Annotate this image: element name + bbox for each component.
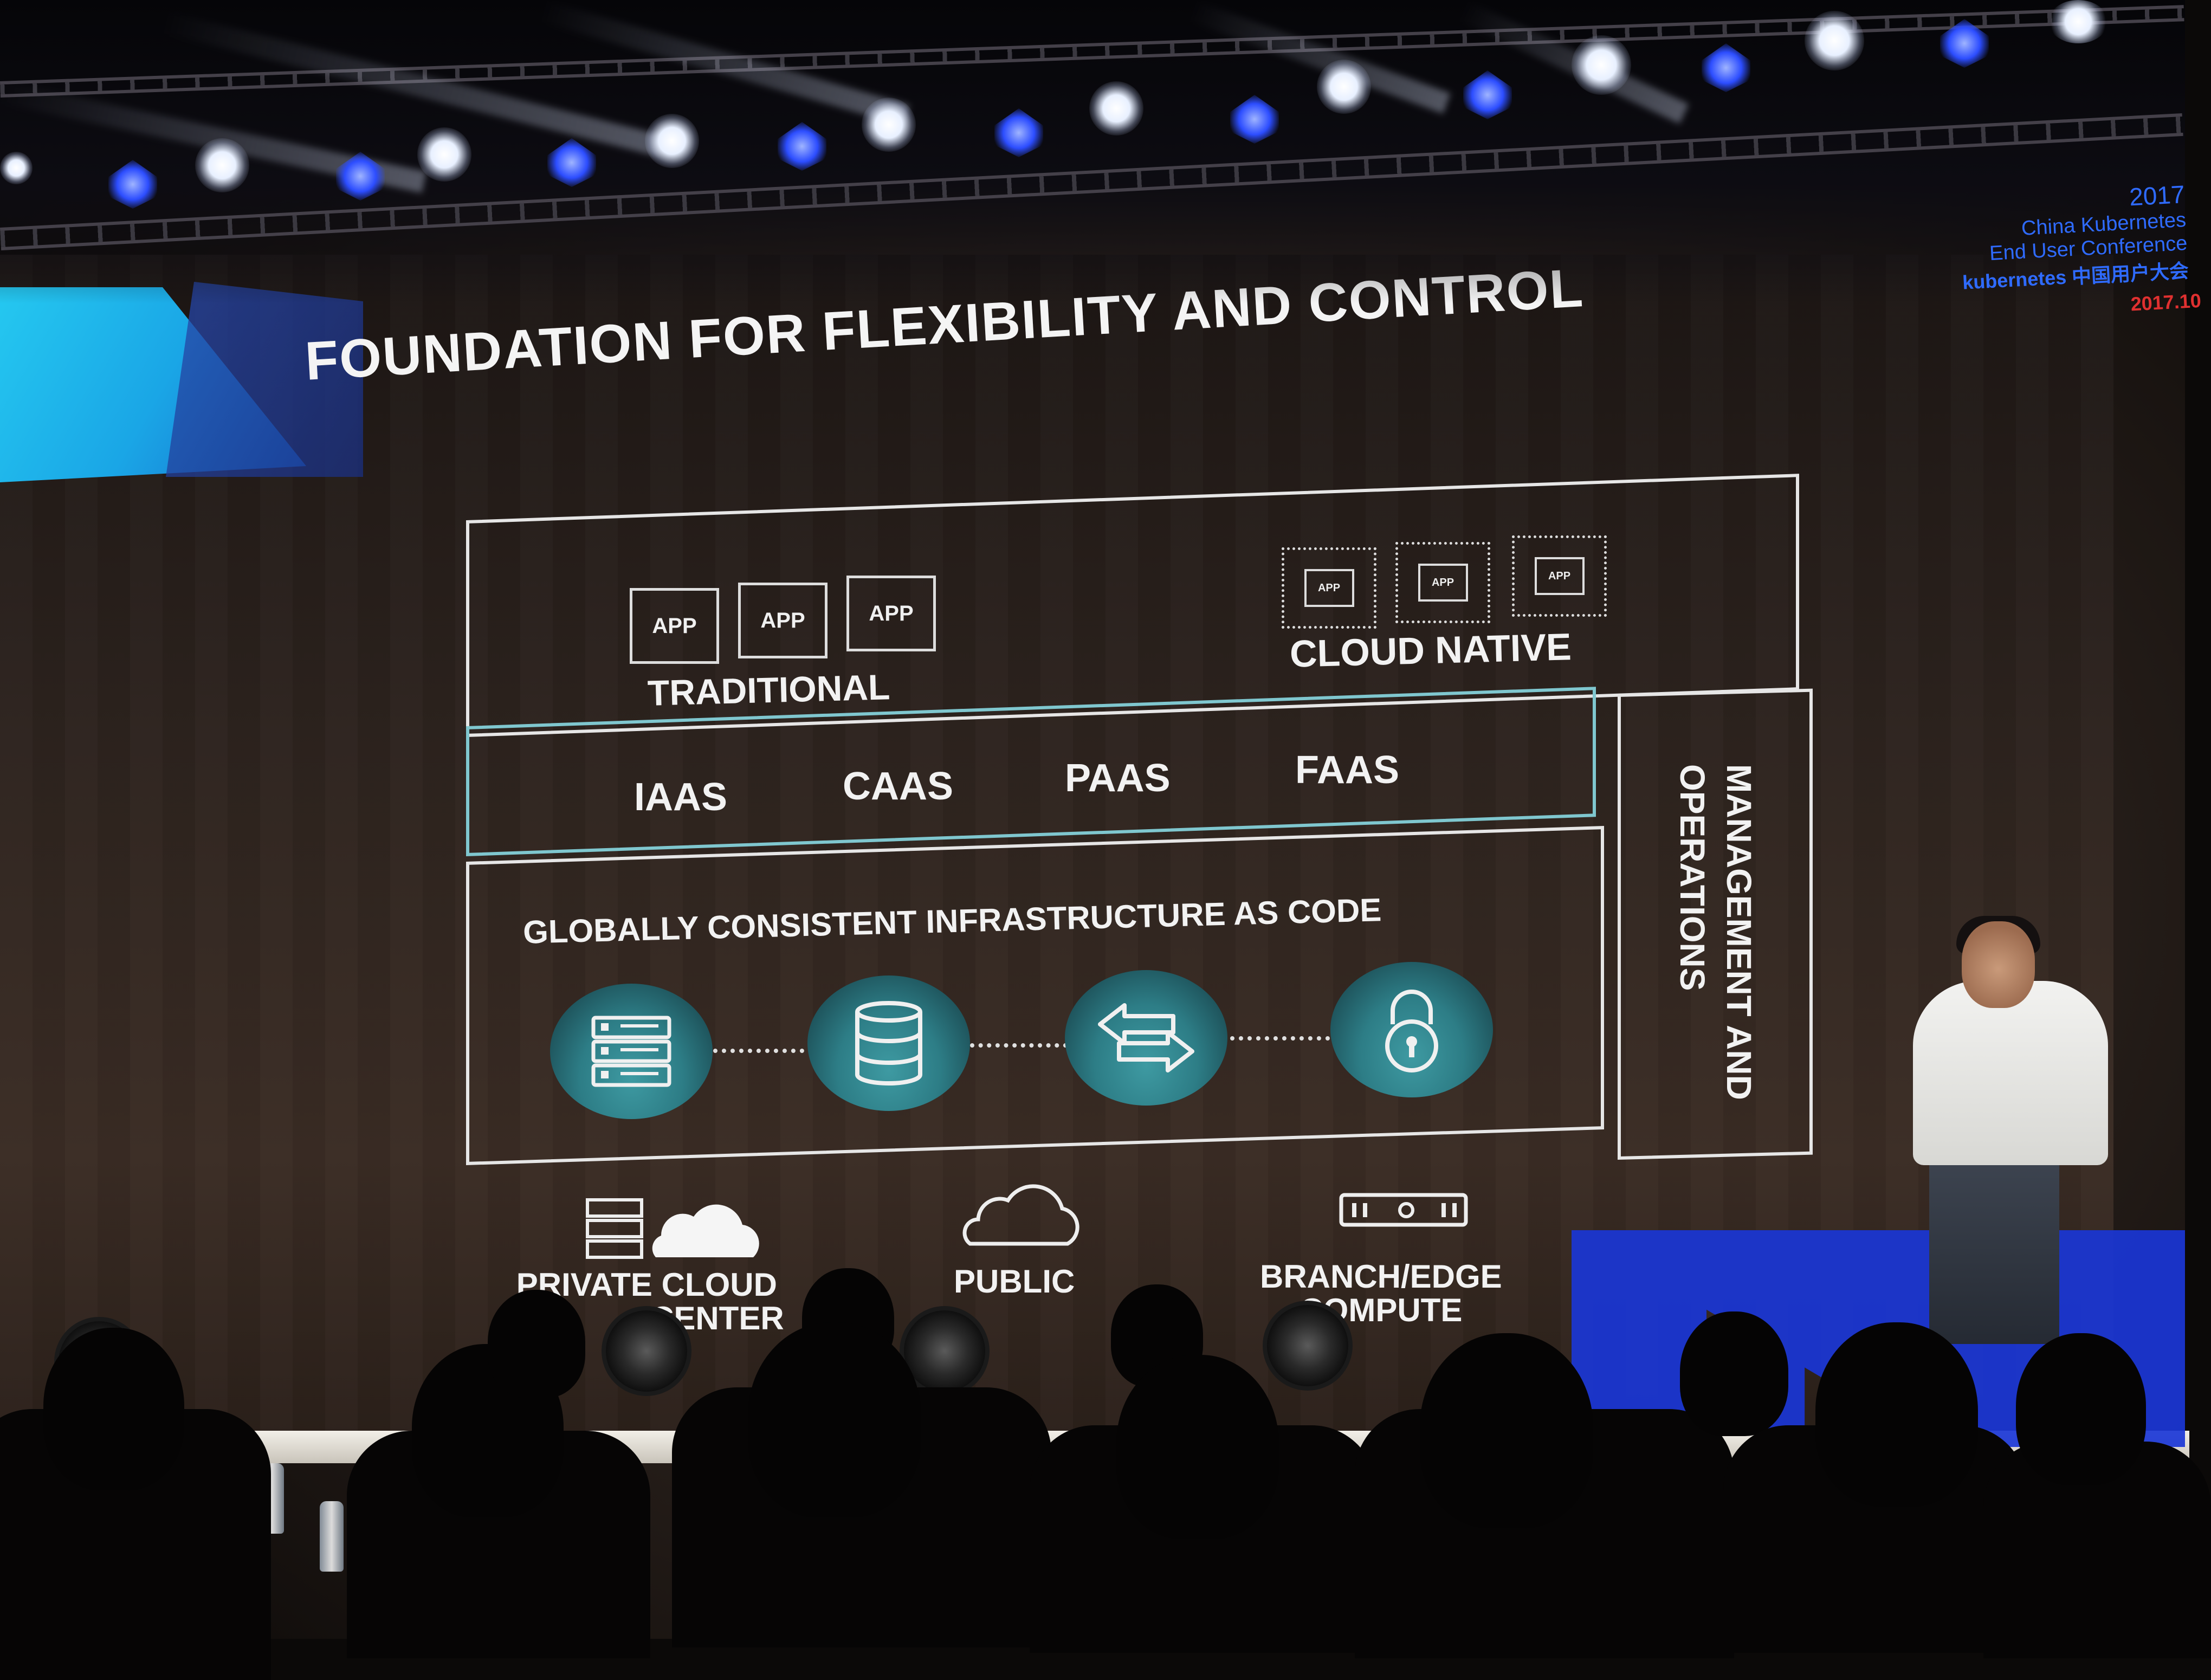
management-operations-label: MANAGEMENT AND OPERATIONS: [1669, 764, 1762, 1143]
water-bottle: [320, 1501, 344, 1572]
private-cloud-label: PRIVATE CLOUD CENTER: [509, 1268, 784, 1335]
cloud-native-app-label: APP: [1418, 564, 1468, 602]
cloud-icon: [959, 1181, 1084, 1254]
cloud-native-app-tile: APP: [1512, 535, 1607, 617]
spotlight: [862, 98, 916, 152]
connector-dots: [704, 1049, 813, 1053]
spotlight: [2048, 0, 2108, 43]
audience-member: [1680, 1311, 1788, 1436]
audience-member: [43, 1328, 184, 1490]
audience-member: [488, 1290, 585, 1398]
audience-member: [2016, 1333, 2146, 1485]
management-label-line1: MANAGEMENT AND: [1719, 764, 1759, 1100]
cloud-native-app-label: APP: [1534, 557, 1585, 595]
speaker-shirt: [1913, 981, 2108, 1165]
cloud-native-label: CLOUD NATIVE: [1289, 625, 1572, 675]
branch-edge-label-line1: BRANCH/EDGE: [1260, 1258, 1502, 1295]
connector-dots: [970, 1043, 1068, 1048]
spotlight: [1317, 60, 1371, 114]
spotlight: [0, 152, 33, 184]
speaker-legs: [1929, 1160, 2059, 1344]
traditional-app-tile: APP: [738, 583, 827, 658]
audience-member: [748, 1322, 921, 1517]
spotlight: [417, 127, 471, 182]
service-label-caas: CAAS: [843, 765, 954, 808]
spotlight: [195, 138, 249, 192]
connector-dots: [1230, 1036, 1339, 1041]
spotlight: [1572, 35, 1631, 95]
management-label-line2: OPERATIONS: [1673, 764, 1712, 991]
cloud-native-app-label: APP: [1304, 569, 1354, 607]
slide-banner-accent-dark: [166, 282, 363, 477]
audience-member: [1420, 1333, 1593, 1528]
edge-device-icon: [1339, 1192, 1469, 1232]
spotlight: [1089, 81, 1143, 135]
database-icon: [807, 975, 970, 1111]
conference-logo: 2017 China Kubernetes End User Conferenc…: [1892, 179, 2203, 346]
speaker: [1962, 921, 2035, 1008]
audience: [0, 1246, 2211, 1680]
audience-member: [1116, 1355, 1279, 1539]
cloud-native-app-tile: APP: [1395, 542, 1490, 623]
server-icon: [550, 984, 713, 1119]
spotlight: [645, 114, 699, 168]
service-label-faas: FAAS: [1295, 748, 1400, 792]
spotlight: [1805, 11, 1864, 70]
cloud-native-app-tile: APP: [1282, 547, 1376, 629]
traditional-app-tile: APP: [846, 576, 936, 651]
traditional-label: TRADITIONAL: [647, 667, 891, 713]
server-cloud-icon: [585, 1198, 764, 1265]
service-label-iaas: IAAS: [634, 776, 728, 819]
service-label-paas: PAAS: [1065, 757, 1171, 800]
padlock-icon: [1330, 962, 1493, 1097]
stage-moving-light: [1263, 1301, 1353, 1391]
network-arrows-icon: [1065, 970, 1227, 1106]
traditional-app-tile: APP: [630, 588, 719, 664]
stage-moving-light: [602, 1306, 691, 1396]
public-cloud-label: PUBLIC: [954, 1263, 1075, 1300]
audience-member: [1815, 1322, 1978, 1507]
